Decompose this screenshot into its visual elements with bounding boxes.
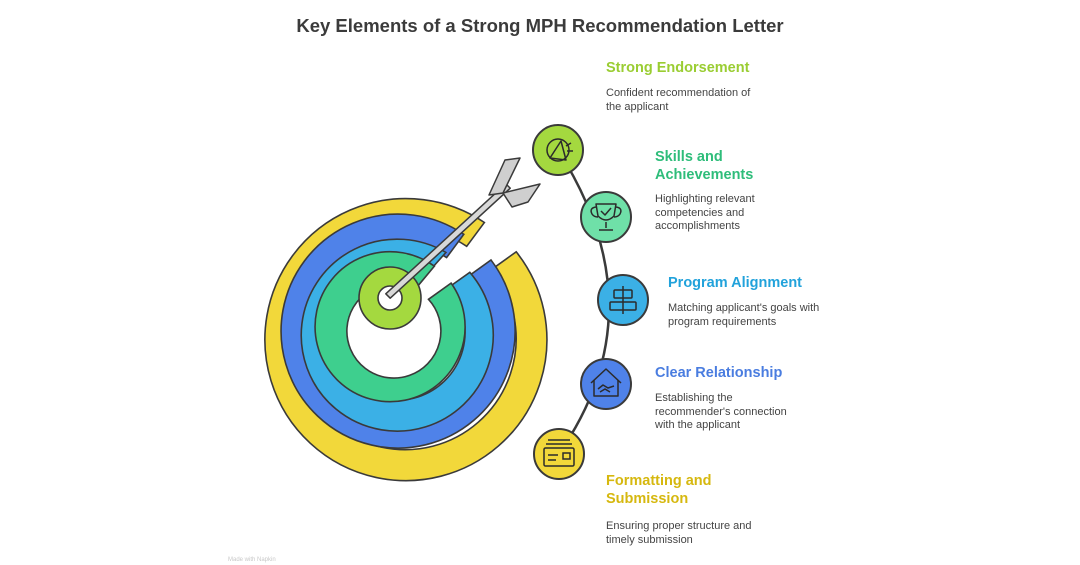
item-skills-achievements: Skills and Achievements Highlighting rel… bbox=[655, 148, 795, 234]
item-description: Establishing the recommender's connectio… bbox=[655, 392, 787, 432]
item-clear-relationship: Clear Relationship Establishing the reco… bbox=[655, 364, 845, 433]
trophy-icon-badge bbox=[580, 191, 632, 243]
megaphone-icon-badge bbox=[532, 124, 584, 176]
megaphone-icon bbox=[546, 138, 573, 162]
item-heading: Formatting and Submission bbox=[606, 473, 712, 507]
arrow-fletching-top bbox=[488, 157, 521, 196]
arrow-icon bbox=[385, 157, 541, 299]
alignment-icon bbox=[609, 286, 637, 314]
icon-formatting-submission bbox=[533, 428, 585, 480]
item-heading: Skills and Achievements bbox=[655, 149, 754, 183]
item-program-alignment: Program Alignment Matching applicant's g… bbox=[668, 274, 858, 329]
icon-strong-endorsement bbox=[532, 124, 584, 176]
icon-skills-achievements bbox=[580, 191, 632, 243]
document-icon bbox=[543, 439, 575, 467]
item-description: Confident recommendation of the applican… bbox=[606, 87, 751, 113]
item-heading: Strong Endorsement bbox=[606, 60, 750, 76]
item-formatting-submission: Formatting and Submission Ensuring prope… bbox=[606, 472, 796, 547]
target bbox=[264, 197, 548, 482]
item-description: Ensuring proper structure and timely sub… bbox=[606, 520, 752, 546]
handshake-house-icon bbox=[590, 368, 622, 397]
document-icon-badge bbox=[533, 428, 585, 480]
arrow-fletching-bottom bbox=[502, 183, 541, 208]
watermark: Made with Napkin bbox=[228, 557, 276, 563]
arrow-shaft bbox=[385, 183, 511, 299]
item-heading: Clear Relationship bbox=[655, 365, 783, 381]
trophy-icon bbox=[590, 203, 622, 231]
item-description: Highlighting relevant competencies and a… bbox=[655, 193, 755, 233]
item-description: Matching applicant's goals with program … bbox=[668, 302, 820, 328]
icon-clear-relationship bbox=[580, 358, 632, 410]
icon-program-alignment bbox=[597, 274, 649, 326]
handshake-house-icon-badge bbox=[580, 358, 632, 410]
page-title: Key Elements of a Strong MPH Recommendat… bbox=[296, 15, 784, 36]
target-ring-green bbox=[314, 250, 466, 403]
item-heading: Program Alignment bbox=[668, 275, 803, 291]
item-strong-endorsement: Strong Endorsement Confident recommendat… bbox=[606, 59, 806, 114]
